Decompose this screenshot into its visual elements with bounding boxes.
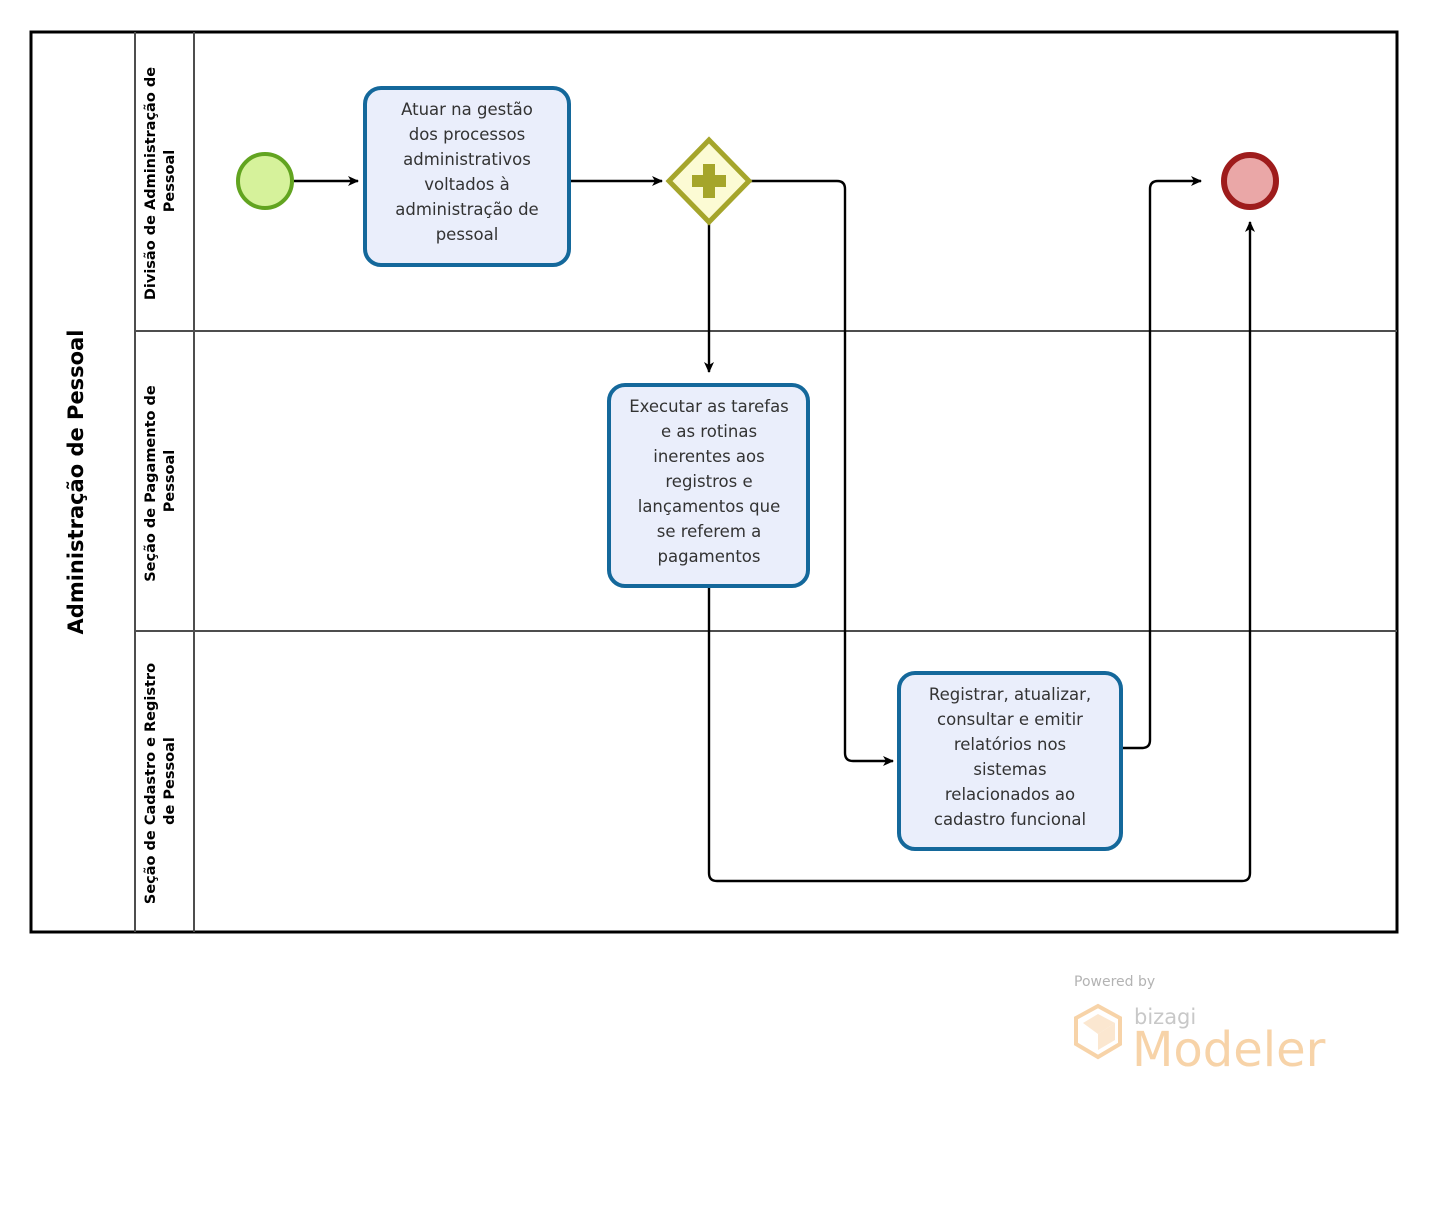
task-executar-tarefas-box[interactable]	[607, 383, 810, 588]
task-registrar-atualizar-box[interactable]	[897, 671, 1123, 851]
gateway-plus-icon-v	[703, 164, 715, 198]
flow-task3-to-end	[1122, 176, 1202, 750]
pool-frame	[29, 30, 1399, 934]
sidebar-item-lane-divisao: Divisão de Administração de Pessoal	[143, 62, 178, 300]
lane-label-cadastro-group: Seção de Cadastro e Registro de Pessoal	[143, 658, 178, 904]
parallel-gateway[interactable]	[665, 136, 753, 226]
pool-outline	[29, 30, 1399, 934]
sidebar-item-lane-cadastro: Seção de Cadastro e Registro de Pessoal	[143, 658, 178, 904]
start-event[interactable]	[236, 152, 294, 210]
end-event[interactable]	[1221, 152, 1279, 210]
flow-task2-to-end	[707, 221, 1255, 883]
lane-label-pagamento-group: Seção de Pagamento de Pessoal	[143, 380, 178, 582]
pool-label: Administração de Pessoal	[64, 330, 88, 635]
task-atuar-gestao-box[interactable]	[363, 86, 571, 267]
end-event-circle[interactable]	[1221, 152, 1279, 210]
lane-label-divisao-group: Divisão de Administração de Pessoal	[143, 62, 178, 300]
start-event-circle[interactable]	[236, 152, 294, 210]
flow-gateway-to-task3	[749, 179, 894, 766]
sidebar-item-lane-pagamento: Seção de Pagamento de Pessoal	[143, 380, 178, 582]
pool-label-group: Administração de Pessoal	[64, 330, 88, 635]
sequence-flows	[294, 176, 1255, 883]
